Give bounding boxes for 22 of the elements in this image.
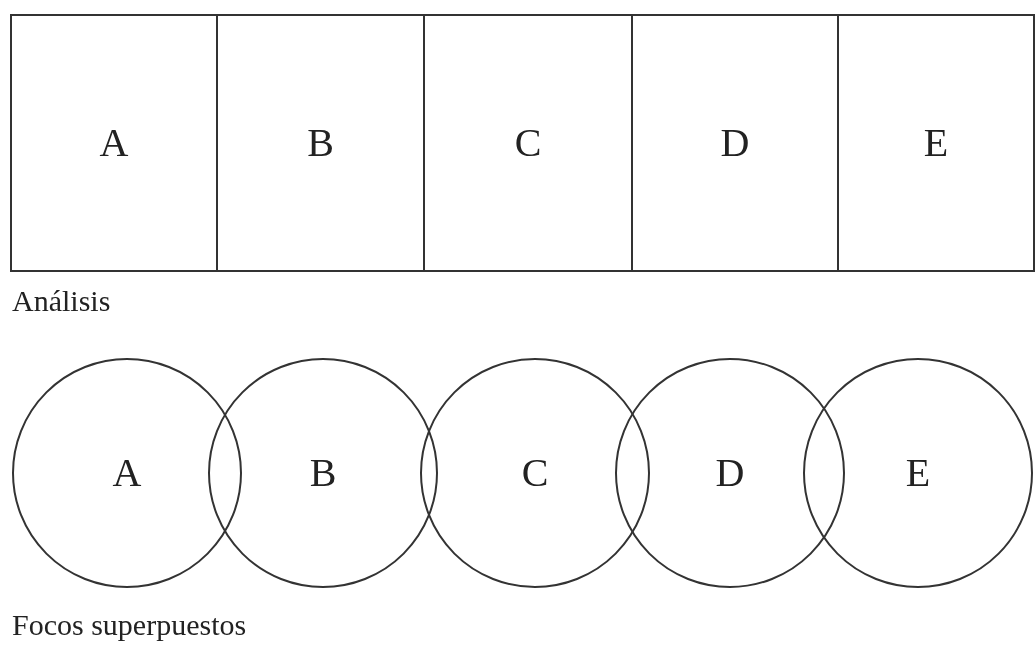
focus-circle [615,358,845,588]
node-letter: C [514,123,542,163]
node-letter: B [307,123,334,163]
analysis-box [837,14,1035,272]
node-letter: D [715,453,745,493]
node-letter: D [720,123,750,163]
focus-circle [12,358,242,588]
analysis-box [423,14,633,272]
node-letter: E [905,453,931,493]
focus-circle [208,358,438,588]
node-letter: A [112,453,142,493]
node-letter: A [99,123,129,163]
focus-circle [420,358,650,588]
analysis-box [216,14,425,272]
focus-circle [803,358,1033,588]
section-caption: Focos superpuestos [12,608,247,642]
node-letter: E [923,123,949,163]
analysis-box [631,14,839,272]
section-caption: Análisis [12,284,111,318]
node-letter: C [521,453,549,493]
analysis-box [10,14,218,272]
node-letter: B [309,453,337,493]
